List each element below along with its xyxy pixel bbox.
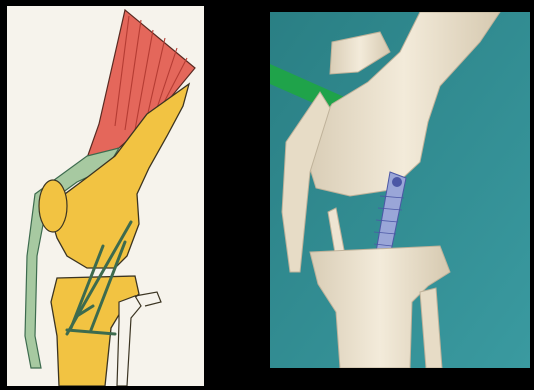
implant-marker	[392, 177, 402, 187]
anatomical-illustration-panel	[7, 6, 204, 386]
knee-model-photo	[270, 12, 530, 368]
knee-illustration	[7, 6, 204, 386]
knee-model-photo-panel	[270, 12, 530, 368]
patella-bone	[39, 180, 67, 232]
